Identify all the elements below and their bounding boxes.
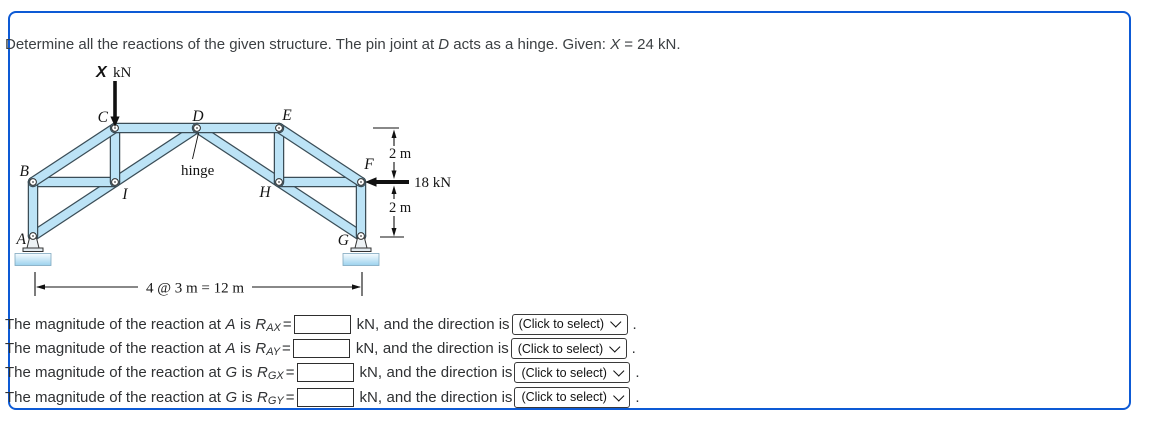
joint-label-B: B <box>20 163 30 180</box>
truss-members <box>27 122 367 242</box>
dimension-right: 2 m 2 m <box>373 127 412 238</box>
load-unit-label: kN <box>113 65 132 81</box>
rgy-direction-select[interactable]: (Click to select) <box>514 386 631 408</box>
chevron-down-icon <box>613 389 624 401</box>
rgx-value-input[interactable] <box>296 363 354 383</box>
joint-pins <box>29 124 365 240</box>
var-D: D <box>438 36 450 53</box>
joint-pin-A <box>29 232 37 240</box>
truss-figure: X kN 18 kN hinge 2 m 2 m <box>14 64 451 297</box>
rgx-direction-select[interactable]: (Click to select) <box>514 362 631 384</box>
load-arrow-X: X kN <box>95 64 132 127</box>
member-E-F <box>275 124 365 186</box>
joint-label-G: G <box>338 232 349 249</box>
rax-value-input[interactable] <box>293 314 351 334</box>
chevron-down-icon <box>613 365 624 377</box>
joint-pin-I <box>111 178 119 186</box>
ground-block-G <box>342 253 380 266</box>
dim-bottom-label: 4 @ 3 m = 12 m <box>146 281 244 297</box>
chevron-down-icon <box>609 341 621 352</box>
ray-value-input[interactable] <box>292 339 350 359</box>
problem-statement: Determine all the reactions of the given… <box>5 36 681 53</box>
dim-right-bottom-label: 2 m <box>389 200 412 216</box>
joint-label-D: D <box>191 108 203 125</box>
joint-pin-E <box>275 124 283 132</box>
joint-pin-B <box>29 178 37 186</box>
force-arrow-18kN: 18 kN <box>365 175 451 191</box>
dimension-bottom: 4 @ 3 m = 12 m <box>34 272 363 297</box>
joint-pin-F <box>357 178 365 186</box>
joint-label-E: E <box>281 107 292 124</box>
dim-right-top-label: 2 m <box>389 146 412 162</box>
var-X: X <box>610 36 621 53</box>
joint-label-A: A <box>16 231 27 248</box>
ray-direction-select[interactable]: (Click to select) <box>510 338 627 360</box>
ground-block-A <box>14 253 52 266</box>
rgy-value-input[interactable] <box>296 387 354 407</box>
joint-label-F: F <box>363 156 374 173</box>
hinge-label: hinge <box>181 163 215 179</box>
force-label: 18 kN <box>414 175 451 191</box>
pin-support-A <box>14 235 52 266</box>
member-B-C <box>29 124 119 186</box>
problem-card-border <box>8 11 1131 410</box>
chevron-down-icon <box>610 316 622 328</box>
joint-label-H: H <box>258 184 271 201</box>
joint-pin-D <box>193 124 201 132</box>
joint-pin-H <box>275 178 283 186</box>
rax-direction-select[interactable]: (Click to select) <box>511 313 628 335</box>
joint-label-C: C <box>98 109 109 126</box>
load-value-label: X <box>95 64 108 81</box>
joint-pin-G <box>357 232 365 240</box>
hinge-callout: hinge <box>181 132 215 179</box>
joint-labels: A B C D E F G H I <box>16 107 375 249</box>
joint-label-I: I <box>121 186 128 203</box>
